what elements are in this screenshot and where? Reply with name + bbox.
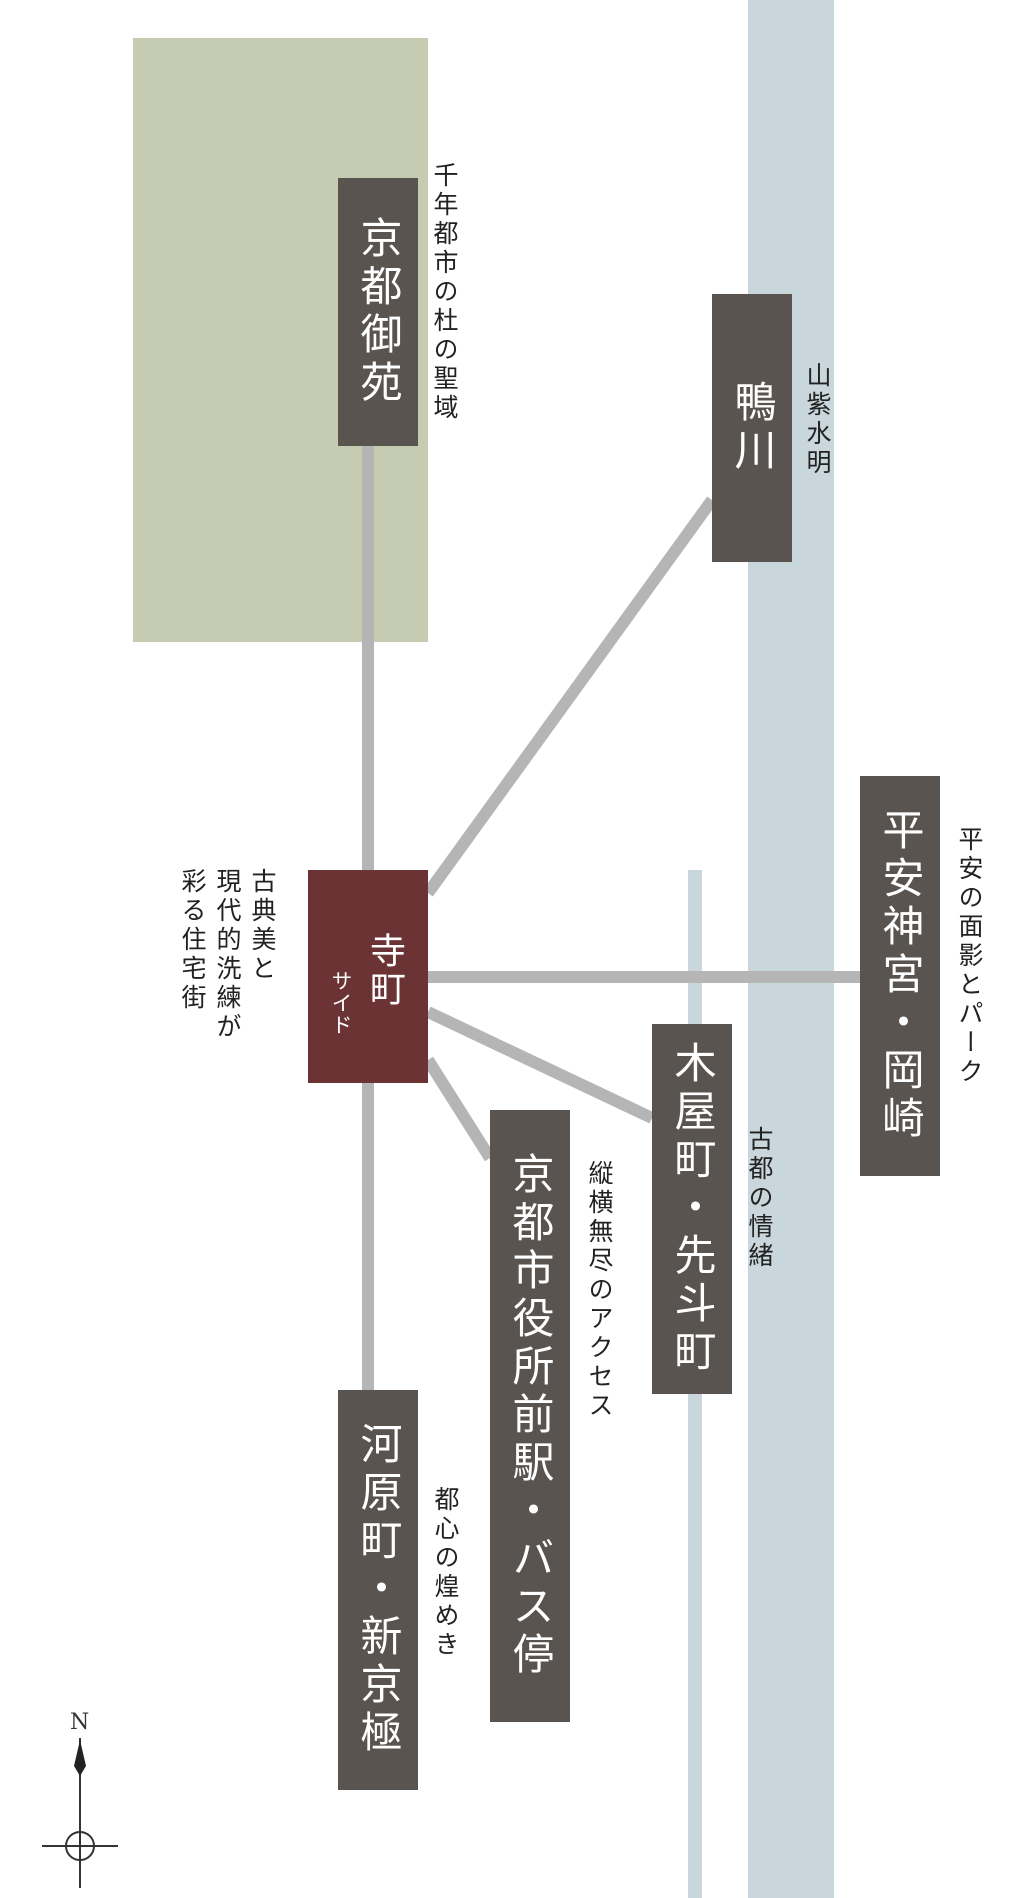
- caption-gosho: 千年都市の杜の聖域: [430, 162, 459, 423]
- caption-hub: 古典美と 現代的洗練が 彩る住宅街: [178, 868, 277, 1042]
- caption-shiyakusho: 縦横無尽のアクセス: [585, 1160, 614, 1421]
- compass-label: N: [70, 1710, 90, 1735]
- destination-kawaramachi[interactable]: 河原町・新京極: [338, 1390, 418, 1790]
- destination-heian[interactable]: 平安神宮・岡崎: [860, 776, 940, 1176]
- destination-kiyamachi[interactable]: 木屋町・先斗町: [652, 1024, 732, 1394]
- caption-heian: 平安の面影とパーク: [955, 826, 984, 1087]
- north-arrow-icon: N: [38, 1710, 122, 1890]
- caption-kiyamachi: 古都の情緒: [745, 1126, 774, 1271]
- caption-kawaramachi: 都心の煌めき: [431, 1486, 460, 1660]
- hub-main-label: 寺町: [364, 932, 405, 1008]
- connector-kiyamachi: [425, 1006, 655, 1124]
- caption-kamogawa: 山紫水明: [803, 362, 832, 478]
- connector-kamogawa: [423, 496, 717, 897]
- destination-shiyakusho[interactable]: 京都市役所前駅・バス停: [490, 1110, 570, 1722]
- connector-shiyakusho: [422, 1056, 496, 1162]
- destination-gosho[interactable]: 京都御苑: [338, 178, 418, 446]
- hub-sub-label: サイド: [329, 970, 353, 1036]
- hub-teramachi-side[interactable]: 寺町 サイド: [308, 870, 428, 1083]
- destination-kamogawa[interactable]: 鴨川: [712, 294, 792, 562]
